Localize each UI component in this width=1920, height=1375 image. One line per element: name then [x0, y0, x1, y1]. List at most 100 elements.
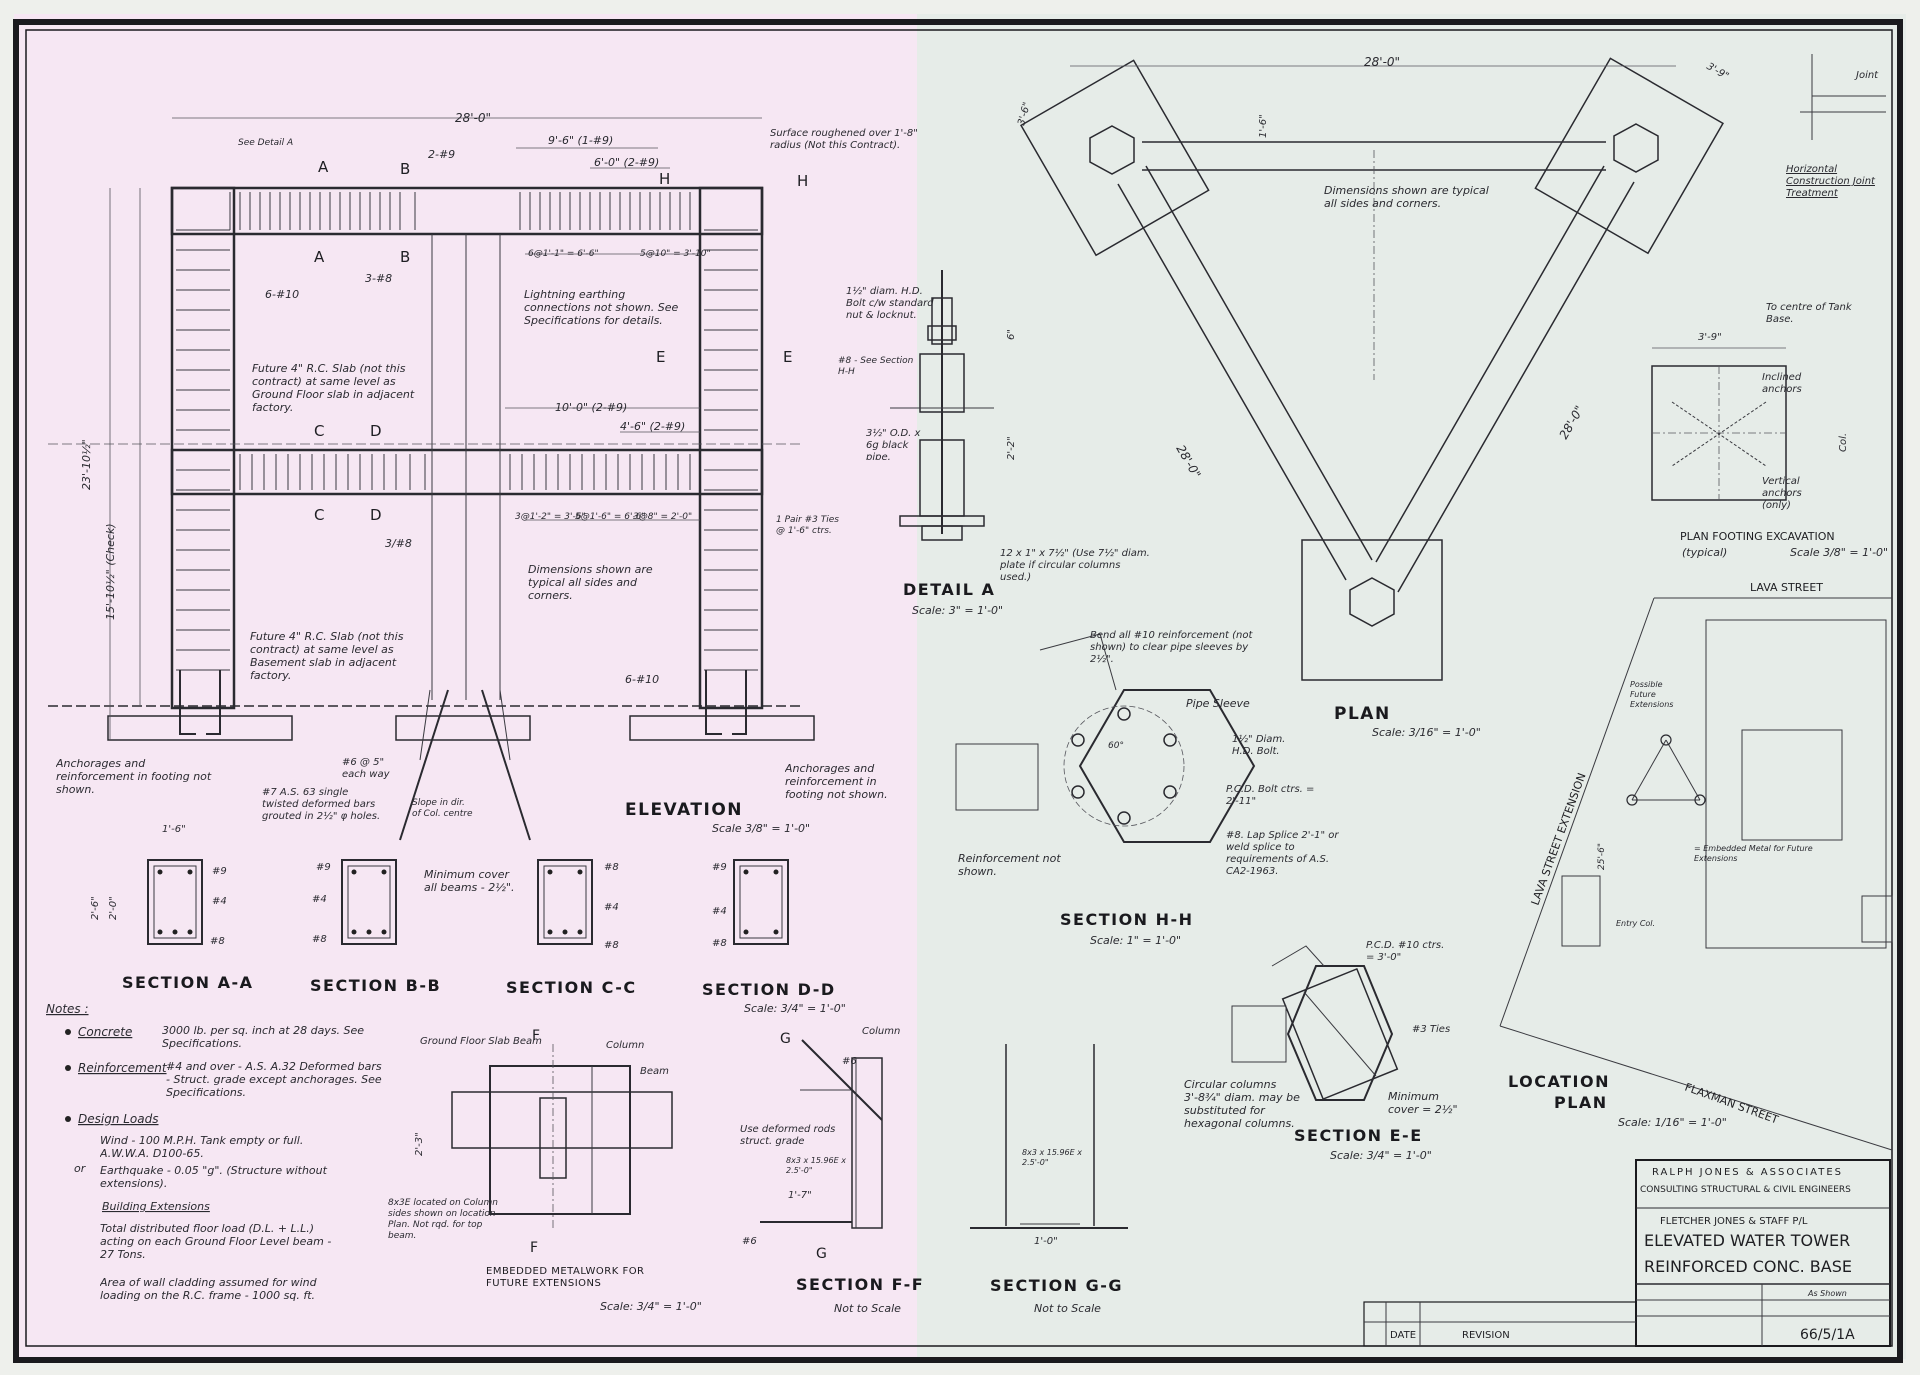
joint-detail — [1800, 54, 1886, 140]
section-mark-c-bottom: C — [314, 506, 324, 524]
section-dim-h2: 2'-0" — [108, 896, 119, 920]
elev-bars-note: #7 A.S. 63 single twisted deformed bars … — [262, 787, 380, 822]
elev-anchor-note-right: Anchorages and reinforcement in footing … — [785, 762, 888, 801]
section-cc-bar1: #8 — [604, 862, 619, 873]
elevation-title: ELEVATION — [625, 800, 743, 820]
section-ff-plate: 8x3 x 15.96E x 2.5'-0" — [786, 1156, 846, 1175]
section-aa-bar1: #9 — [212, 866, 227, 877]
detail-a-bolt-note: 1½" diam. H.D. Bolt c/w standard nut & l… — [846, 286, 934, 321]
elev-top-ties: 6@1'-1" = 6'-6" — [528, 249, 599, 259]
section-ff-scale: Not to Scale — [834, 1302, 901, 1315]
section-mark-c-top: C — [314, 422, 324, 440]
emb-ground-floor: Ground Floor Slab Beam — [420, 1036, 542, 1047]
plan-dim-b: 3'-9" — [1705, 61, 1731, 82]
elev-height: 23'-10½" — [80, 439, 93, 490]
section-cc-title: SECTION C-C — [506, 978, 637, 997]
section-hh-pcd: P.C.D. Bolt ctrs. = 2'-11" — [1226, 784, 1314, 807]
section-mark-d-bottom: D — [370, 506, 382, 524]
joint-label: Joint — [1854, 70, 1879, 81]
emb-mark-f-bottom: F — [530, 1240, 538, 1256]
location-title1: LOCATION — [1508, 1072, 1610, 1091]
centre-footing — [395, 715, 531, 741]
emb-mark-f-top: F — [532, 1028, 540, 1044]
emb-beam: Beam — [640, 1066, 669, 1077]
title-drawing-no: 66/5/1A — [1800, 1327, 1855, 1343]
elev-slope-note: Slope in dir. of Col. centre — [412, 798, 473, 819]
section-dd-bar1: #9 — [712, 862, 727, 873]
notes-wind: Wind - 100 M.P.H. Tank empty or full. A.… — [100, 1134, 303, 1160]
joint-title: Horizontal Construction Joint Treatment — [1786, 164, 1875, 199]
section-mark-a-bottom: A — [314, 248, 325, 266]
notes-reinforcement-label: Reinforcement — [78, 1061, 168, 1075]
top-beam-stirrups — [229, 192, 691, 230]
title-scale: As Shown — [1807, 1289, 1847, 1298]
elev-surface-note: Surface roughened over 1'-8" radius (Not… — [770, 128, 918, 151]
elev-mid-ties: 3@1'-2" = 3'-6" — [515, 512, 586, 522]
section-cc-bar3: #8 — [604, 940, 619, 951]
elev-top-bar2: 6'-0" (2-#9) — [594, 156, 659, 169]
title-client: FLETCHER JONES & STAFF P/L — [1660, 1216, 1808, 1227]
footing-title: PLAN FOOTING EXCAVATION — [1680, 530, 1835, 543]
section-aa-bar2: #4 — [212, 896, 227, 907]
emb-title: EMBEDDED METALWORK FOR FUTURE EXTENSIONS — [486, 1266, 644, 1289]
notes-wall-clad: Area of wall cladding assumed for wind l… — [100, 1276, 317, 1302]
location-street1: LAVA STREET — [1750, 581, 1823, 594]
location-dim: 25'-6" — [1597, 843, 1607, 870]
location-possible: Possible Future Extensions — [1630, 680, 1673, 709]
plan-overall: 28'-0" — [1364, 55, 1400, 69]
section-bb-title: SECTION B-B — [310, 976, 441, 995]
section-gg-plate: 8x3 x 15.96E x 2.5'-0" — [1022, 1148, 1082, 1167]
section-dim-h1: 2'-6" — [90, 896, 101, 920]
plan-dim-a: 3'-6" — [1016, 101, 1033, 127]
section-hh-title: SECTION H-H — [1060, 910, 1194, 929]
elev-dims-note: Dimensions shown are typical all sides a… — [528, 563, 653, 602]
section-ff-dim: 1'-7" — [788, 1190, 812, 1201]
plan-note: Dimensions shown are typical all sides a… — [1324, 184, 1489, 210]
footing-scale: Scale 3/8" = 1'-0" — [1790, 546, 1888, 559]
section-mark-a-top: A — [318, 158, 329, 176]
elev-mid-bar1: 10'-0" (2-#9) — [555, 401, 627, 414]
section-hh-reinf: Reinforcement not shown. — [958, 852, 1061, 878]
section-hh-bolt: 1½" Diam. H.D. Bolt. — [1232, 734, 1285, 757]
title-revision-label: REVISION — [1462, 1330, 1510, 1341]
section-ff-mark-g2: G — [816, 1246, 827, 1262]
detail-a-pipe-note: 3½" O.D. x 6g black pipe. — [866, 428, 920, 460]
elev-top-ties2: 5@10" = 3'-10" — [640, 249, 711, 259]
section-mark-h-left: H — [659, 170, 670, 188]
section-gg-dim: 1'-0" — [1034, 1236, 1058, 1247]
section-mark-d-top: D — [370, 422, 382, 440]
section-dim-width: 1'-6" — [162, 824, 186, 835]
sheet-border — [13, 19, 1903, 1363]
title-firm: RALPH JONES & ASSOCIATES — [1652, 1167, 1843, 1178]
elevation-drawing — [48, 117, 815, 841]
section-hh-angle: 60° — [1108, 741, 1124, 751]
beam-sections — [147, 859, 789, 945]
location-scale: Scale: 1/16" = 1'-0" — [1618, 1116, 1727, 1129]
plan-title: PLAN — [1334, 704, 1391, 724]
elev-height2: 15'-10½" (Check) — [104, 523, 117, 620]
section-hh-bend-note: Bend all #10 reinforcement (not shown) t… — [1090, 630, 1252, 665]
footing-subtitle: (typical) — [1682, 546, 1727, 559]
plan-side2: 28'-0" — [1556, 403, 1586, 441]
detail-a-title: DETAIL A — [903, 580, 995, 599]
elev-see-detail: See Detail A — [238, 138, 293, 148]
min-cover-note: Minimum cover all beams - 2½". — [424, 868, 514, 894]
footing-excavation-drawing — [1651, 347, 1787, 501]
footing-inclined: Inclined anchors — [1762, 372, 1802, 395]
location-title2: PLAN — [1554, 1093, 1608, 1112]
detail-a-dim2: 2'-2" — [1006, 436, 1017, 460]
notes-earthquake: Earthquake - 0.05 "g". (Structure withou… — [100, 1164, 327, 1190]
notes-building-ext: Building Extensions — [102, 1200, 210, 1213]
title-project-line1: ELEVATED WATER TOWER — [1644, 1231, 1850, 1250]
section-mark-b-top: B — [400, 160, 410, 178]
elev-bar-6-10b: 6-#10 — [625, 673, 659, 686]
elev-ties-note: 1 Pair #3 Ties @ 1'-6" ctrs. — [776, 515, 839, 536]
detail-a-dim1: 6" — [1006, 329, 1017, 340]
title-firm-sub: CONSULTING STRUCTURAL & CIVIL ENGINEERS — [1640, 1185, 1851, 1195]
section-bb-bar3: #8 — [312, 934, 327, 945]
elev-bar-3-8b: 3/#8 — [385, 537, 412, 550]
elev-bar-3-8: 3-#8 — [365, 272, 392, 285]
section-bb-bar2: #4 — [312, 894, 327, 905]
emb-plate-note: 8x3E located on Column sides shown on lo… — [388, 1198, 498, 1241]
